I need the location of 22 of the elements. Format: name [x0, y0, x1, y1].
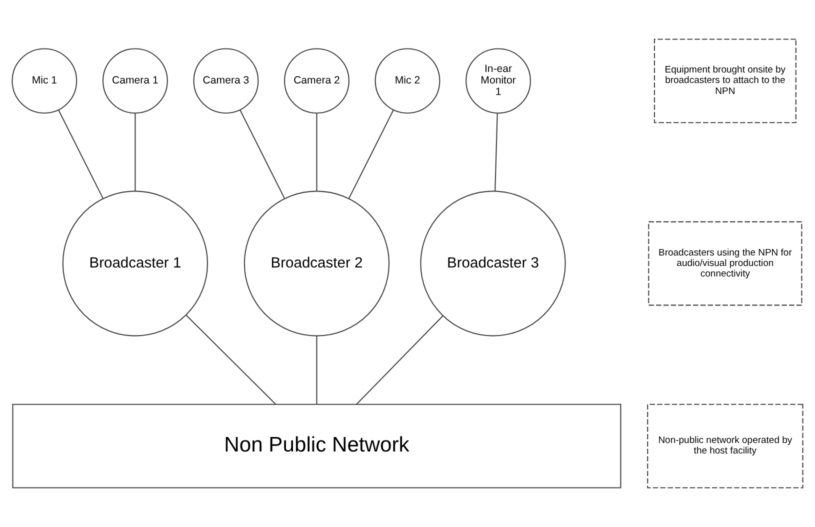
node-circle: Camera 1 [102, 48, 168, 114]
node-box: Non-public network operated by the host facility [647, 404, 804, 488]
node-circle: Camera 2 [284, 48, 350, 114]
node-box: Non Public Network [12, 404, 622, 488]
node-circle: Broadcaster 1 [62, 190, 208, 336]
connector [240, 110, 286, 199]
node-box: Equipment brought onsite by broadcasters to attach to the NPN [654, 38, 796, 124]
node-circle: Camera 3 [193, 48, 259, 114]
node-circle: Broadcaster 3 [420, 190, 566, 336]
node-circle: Mic 2 [374, 48, 440, 114]
node-circle: Mic 1 [12, 48, 78, 114]
node-circle: Broadcaster 2 [244, 190, 390, 336]
connector [186, 314, 276, 405]
connector [494, 113, 498, 191]
connector [134, 113, 136, 191]
connector [316, 113, 318, 191]
connector [58, 110, 104, 199]
node-circle: In-ear Monitor 1 [466, 48, 531, 114]
node-box: Broadcasters using the NPN for audio/visual production connectivity [648, 221, 802, 306]
connector [348, 110, 394, 199]
connector [316, 336, 318, 404]
connector [356, 315, 444, 405]
